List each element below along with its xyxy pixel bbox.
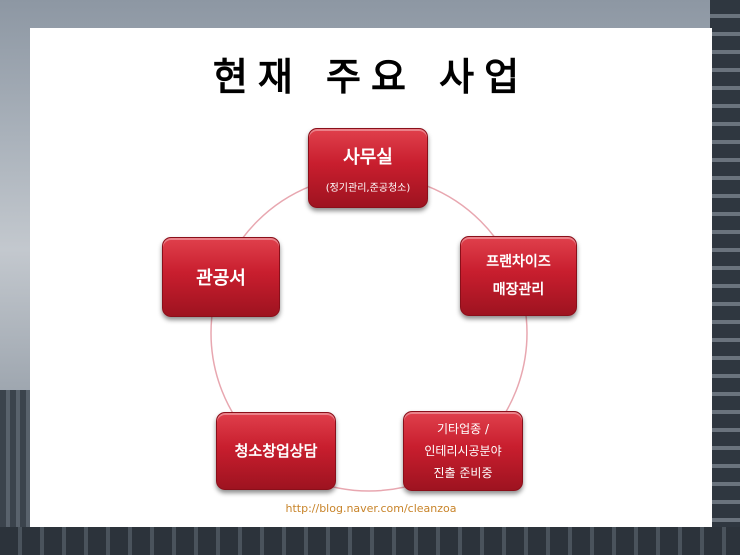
slide: 현재 주요 사업 사무실 (정기관리,준공청소) 프랜차이즈 매장관리 기타업종… xyxy=(30,28,712,527)
footer-url[interactable]: http://blog.naver.com/cleanzoa xyxy=(285,502,457,515)
node-startup-label: 청소창업상담 xyxy=(234,442,318,460)
node-office-label: 사무실 xyxy=(343,146,393,168)
background-city-bottom xyxy=(0,527,740,555)
slide-title: 현재 주요 사업 xyxy=(212,55,530,99)
node-franchise[interactable]: 프랜차이즈 매장관리 xyxy=(460,236,577,316)
node-office[interactable]: 사무실 (정기관리,준공청소) xyxy=(308,128,428,208)
node-other-line3: 진출 준비중 xyxy=(433,466,493,480)
cycle-ring xyxy=(210,174,528,492)
node-office-sublabel: (정기관리,준공청소) xyxy=(325,182,411,194)
node-other-line1: 기타업종 / xyxy=(436,422,490,436)
node-government[interactable]: 관공서 xyxy=(162,237,280,317)
node-startup-consulting[interactable]: 청소창업상담 xyxy=(216,412,336,490)
node-franchise-line1: 프랜차이즈 xyxy=(486,254,551,270)
node-other-industries[interactable]: 기타업종 / 인테리시공분야 진출 준비중 xyxy=(403,411,523,491)
background-building-right xyxy=(710,0,740,555)
node-franchise-line2: 매장관리 xyxy=(492,282,545,298)
node-government-label: 관공서 xyxy=(196,268,246,289)
node-other-line2: 인테리시공분야 xyxy=(424,444,502,458)
